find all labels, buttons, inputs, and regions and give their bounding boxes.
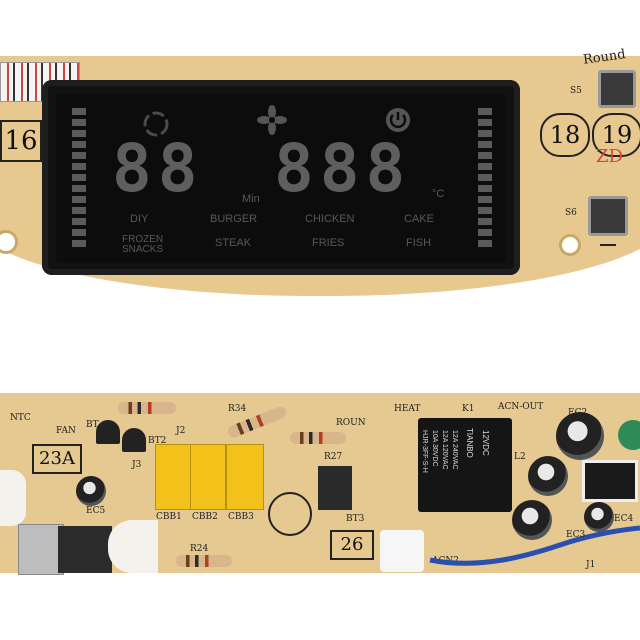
display-digits-right: 888 (274, 130, 412, 207)
resistor-middle (290, 432, 346, 444)
label-ec5: EC5 (86, 506, 106, 516)
label-bt2: BT2 (148, 436, 167, 446)
right-level-bars (478, 108, 492, 258)
regulator-body (58, 526, 112, 573)
power-icon (386, 108, 410, 132)
transistor-bt3 (318, 466, 352, 510)
label-cbb1: CBB1 (156, 512, 182, 522)
label-r27: R27 (324, 452, 343, 462)
white-sticker (380, 530, 424, 572)
green-component (618, 420, 640, 450)
resistor-top-left (118, 402, 176, 414)
mounting-hole-right (559, 234, 581, 256)
transistor-bt (96, 420, 120, 444)
board-number-26: 26 (330, 530, 374, 560)
label-k1: K1 (462, 404, 475, 414)
resistor-r24 (176, 555, 232, 567)
label-r34: R34 (228, 404, 247, 414)
menu-diy: DIY (130, 213, 149, 225)
board-number-23a: 23A (32, 444, 82, 474)
label-ntc: NTC (10, 413, 31, 423)
tact-switch-s5[interactable] (598, 70, 636, 108)
board-number-16: 16 (0, 120, 42, 162)
relay-brand: TIANBO (465, 428, 474, 458)
capacitor-cbb3 (226, 444, 264, 510)
capacitor-ec2 (556, 412, 604, 460)
capacitor-cbb1 (155, 444, 191, 510)
transistor-bt2 (122, 428, 146, 452)
inductor-l2 (528, 456, 568, 496)
spinner-icon (143, 111, 169, 137)
relay-rating-2: 12A 120VAC (441, 430, 448, 470)
outline-circle (268, 492, 312, 536)
label-bt: BT (86, 420, 99, 430)
display-digits-left: 88 (112, 130, 204, 207)
switch-label-s5: S5 (570, 86, 582, 96)
white-sleeve (108, 520, 158, 573)
red-marking: ZD (596, 146, 623, 167)
relay-rating-1: 12A 240VAC (451, 430, 458, 470)
fan-icon (257, 105, 287, 135)
tact-switch-s6[interactable] (588, 196, 628, 236)
capacitor-cbb2 (190, 444, 226, 510)
menu-burger: BURGER (210, 213, 258, 225)
label-bt3: BT3 (346, 514, 365, 524)
board-number-18: 18 (540, 113, 590, 157)
label-l2: L2 (514, 452, 526, 462)
label-acn-out: ACN-OUT (498, 402, 544, 412)
left-level-bars (72, 108, 86, 258)
relay-voltage: 12VDC (481, 430, 490, 456)
label-ec4: EC4 (614, 514, 634, 524)
menu-steak: STEAK (215, 237, 252, 249)
relay-model: HJR-3FF-S-H (421, 430, 428, 473)
menu-snacks: SNACKS (122, 244, 164, 255)
label-r24: R24 (190, 544, 209, 554)
label-heat: HEAT (394, 404, 421, 414)
label-round: ROUN (336, 418, 366, 428)
capacitor-ec5 (76, 476, 106, 506)
label-ec3: EC3 (566, 530, 586, 540)
minus-mark (600, 244, 616, 246)
label-j1: J1 (586, 560, 596, 570)
label-fan: FAN (56, 426, 76, 436)
switch-label-s6: S6 (565, 208, 577, 218)
label-j2: J2 (176, 426, 186, 436)
menu-fish: FISH (406, 237, 432, 249)
board-number-19: 19 (592, 113, 640, 157)
label-j3: J3 (132, 460, 142, 470)
menu-cake: CAKE (404, 213, 434, 225)
label-cbb3: CBB3 (228, 512, 254, 522)
unit-min-label: Min (242, 193, 260, 205)
unit-celsius-label: °C (432, 188, 445, 200)
menu-fries: FRIES (312, 237, 345, 249)
mounting-hole-left (0, 230, 18, 254)
capacitor-ec4 (584, 502, 614, 532)
capacitor-ec3 (512, 500, 552, 540)
white-wire-blob (0, 470, 26, 526)
menu-frozen: FROZEN (122, 234, 164, 245)
menu-chicken: CHICKEN (305, 213, 355, 225)
label-cbb2: CBB2 (192, 512, 218, 522)
relay-k1: TIANBO 12VDC 12A 240VAC 12A 120VAC 10A 3… (418, 418, 512, 512)
regulator-heatsink (18, 524, 64, 575)
relay-rating-3: 10A 30VDC (431, 430, 438, 467)
ic-chip (582, 460, 638, 502)
blue-wire (429, 525, 640, 566)
